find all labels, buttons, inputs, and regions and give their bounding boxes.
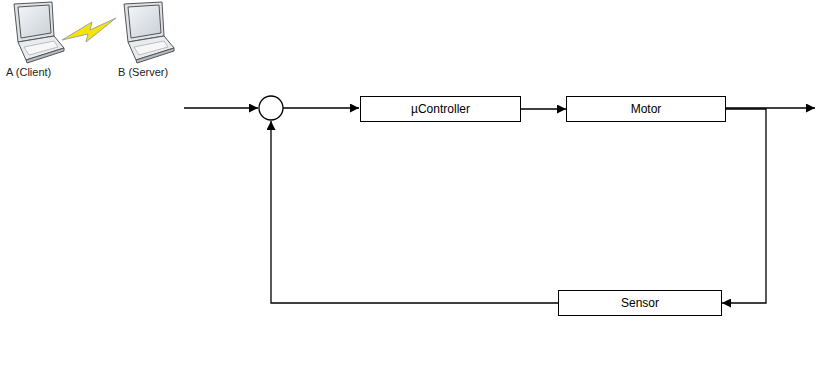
laptop-icon [14,2,64,63]
process-box: µController [360,96,521,122]
computer-label: B (Server) [118,66,168,78]
signal-arrow [722,109,766,303]
box-label: µController [411,102,470,116]
laptop-icon [124,2,174,63]
signal-arrow [521,108,566,109]
computer-label: A (Client) [6,66,51,78]
process-box: Sensor [558,290,722,316]
box-label: Motor [631,102,662,116]
wireless-link [62,18,116,42]
box-label: Sensor [621,296,659,310]
signal-line [184,96,815,303]
process-box: Motor [566,96,726,122]
